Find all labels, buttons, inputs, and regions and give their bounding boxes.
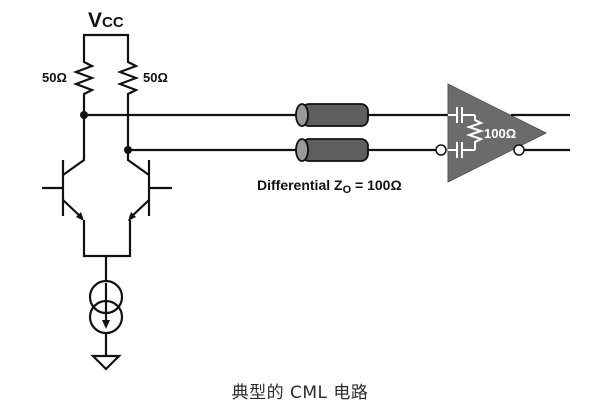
- vcc-rail: [82, 33, 130, 58]
- resistor-left-icon: [72, 58, 96, 115]
- differential-impedance-label: Differential ZO = 100Ω: [257, 177, 402, 196]
- transistor-left-icon: [42, 160, 84, 221]
- resistor-left-label: 50Ω: [42, 70, 67, 85]
- coax-cable-negative-icon: [295, 138, 369, 162]
- current-source-icon: [88, 279, 124, 335]
- ground-icon: [90, 354, 122, 371]
- figure-caption: 典型的 CML 电路: [231, 383, 369, 403]
- collector-wire-left: [62, 115, 86, 176]
- resistor-right-icon: [116, 58, 140, 150]
- resistor-right-label: 50Ω: [143, 70, 168, 85]
- receiver-buffer-icon: [435, 83, 548, 183]
- coax-cable-positive-icon: [295, 103, 369, 127]
- vcc-label: VCC: [88, 9, 124, 32]
- emitter-tail: [82, 220, 132, 258]
- collector-wire-right: [126, 150, 150, 176]
- transistor-right-icon: [128, 160, 172, 221]
- termination-label: 100Ω: [484, 126, 516, 141]
